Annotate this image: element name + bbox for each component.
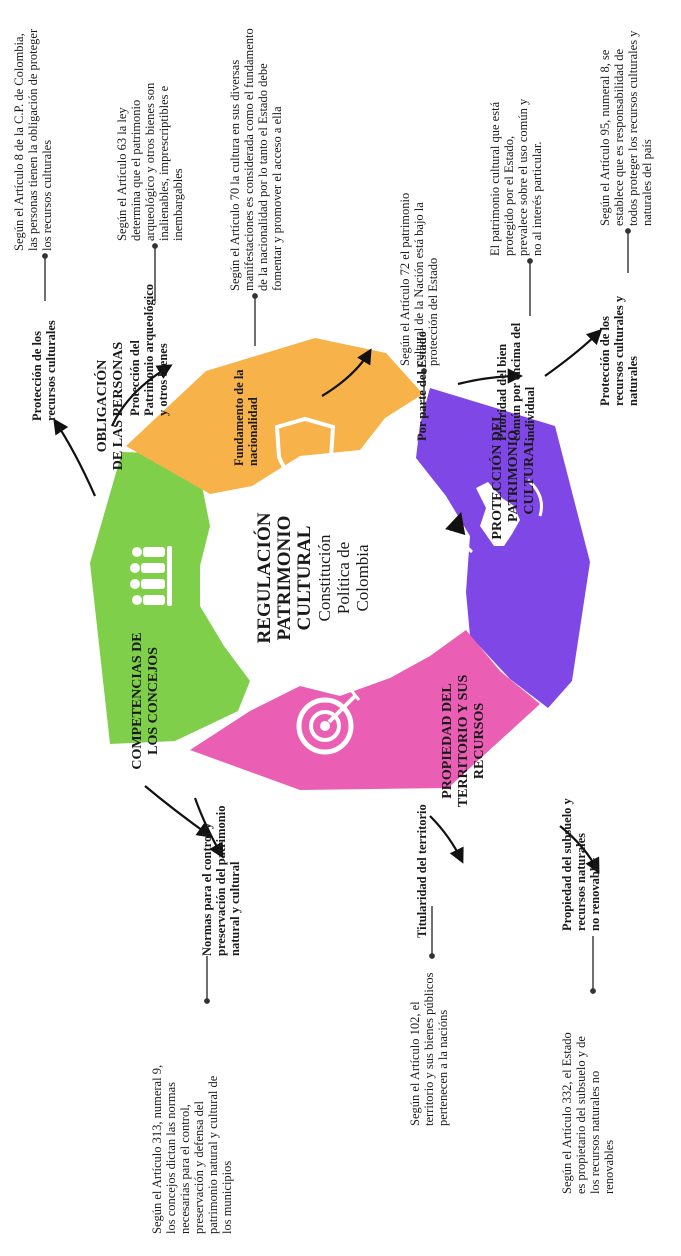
handshake-icon xyxy=(445,478,543,554)
center-title-line: CULTURAL xyxy=(294,525,315,631)
center-subtitle-line: Política de xyxy=(334,541,353,615)
label-prioridad-bien-comun: Prioridad del bien común por encima del … xyxy=(495,322,537,441)
people-icon xyxy=(130,546,172,606)
label-proteccion-patrimonio-arqueologico: Protección del Patrimonio arqueológico y… xyxy=(128,283,170,416)
desc-articulo-332: Según el Artículo 332, el Estado es prop… xyxy=(560,1032,616,1194)
desc-articulo-8: Según el Artículo 8 de la C.P. de Colomb… xyxy=(12,28,54,251)
label-propiedad-subsuelo: Propiedad del subsuelo y recursos natura… xyxy=(560,798,602,931)
center-subtitle-line: Constitución xyxy=(315,534,334,622)
desc-articulo-63: Según el Artículo 63 la ley determina qu… xyxy=(115,82,185,241)
segment-competencias xyxy=(190,630,540,790)
center-title-line: REGULACIÓN xyxy=(254,512,275,644)
desc-articulo-70: Según el Artículo 70 la cultura en sus d… xyxy=(228,28,284,291)
label-fundamento-nacionalidad: Fundamento de la nacionalidad xyxy=(232,369,260,466)
ring-center xyxy=(223,464,447,688)
desc-articulo-313: Según el Artículo 313, numeral 9, los co… xyxy=(150,1064,234,1234)
center-title-line: PATRIMONIO xyxy=(274,515,295,641)
arrows xyxy=(53,328,603,874)
center-subtitle-line: Colombia xyxy=(353,544,372,612)
desc-articulo-72: Según el Artículo 72 el patrimonio cultu… xyxy=(398,192,440,366)
header-propiedad: PROPIEDAD DEL TERRITORIO Y SUS RECURSOS xyxy=(440,674,487,808)
connectors xyxy=(42,228,631,1004)
header-competencias: COMPETENCIAS DE LOS CONCEJOS xyxy=(130,632,161,770)
label-normas-control: Normas para el control y preservación de… xyxy=(200,805,242,956)
target-icon xyxy=(296,689,361,755)
desc-patrimonio-protegido: El patrimonio cultural que está protegid… xyxy=(488,98,544,256)
label-proteccion-recursos-naturales: Protección de los recursos culturales y … xyxy=(598,295,640,406)
header-obligacion: OBLIGACIÓN DE LAS PERSONAS xyxy=(95,341,126,471)
center-title: REGULACIÓN PATRIMONIO CULTURAL Constituc… xyxy=(254,488,372,668)
segment-propiedad xyxy=(416,388,590,708)
segment-proteccion xyxy=(126,338,423,494)
desc-articulo-102: Según el Artículo 102, el territorio y s… xyxy=(408,972,450,1126)
shield-icon xyxy=(274,416,336,488)
label-titularidad-territorio: Titularidad del territorio xyxy=(415,804,429,938)
desc-articulo-95: Según el Artículo 95, numeral 8, se esta… xyxy=(598,30,654,226)
label-proteccion-recursos-culturales: Protección de los recursos culturales xyxy=(30,320,58,421)
